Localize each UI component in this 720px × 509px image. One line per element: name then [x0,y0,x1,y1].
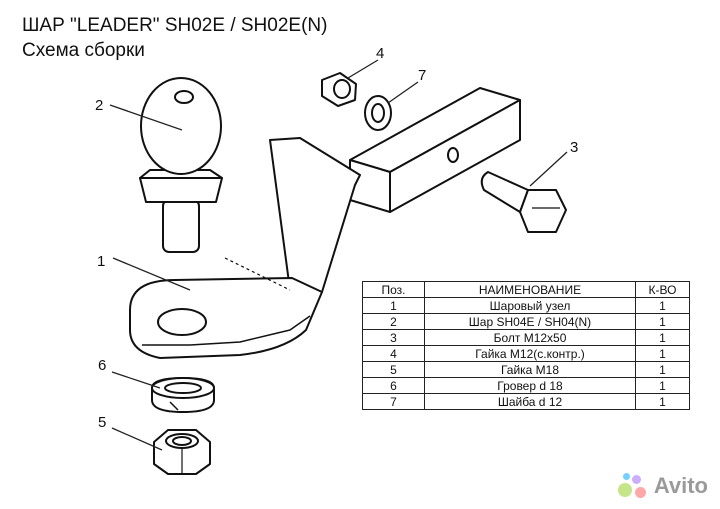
cell-pos: 4 [362,345,425,362]
cell-qty: 1 [635,329,690,346]
callout-2: 2 [95,97,103,114]
cell-qty: 1 [635,377,690,394]
table-row: 1 Шаровый узел 1 [362,297,690,314]
cell-name: Гайка М18 [424,361,636,378]
cell-qty: 1 [635,393,690,410]
cell-qty: 1 [635,313,690,330]
cell-name: Болт М12х50 [424,329,636,346]
cell-pos: 3 [362,329,425,346]
callout-1: 1 [97,253,105,270]
table-row: 3 Болт М12х50 1 [362,329,690,346]
table-row: 6 Гровер d 18 1 [362,377,690,394]
table-header-row: Поз. НАИМЕНОВАНИЕ К-ВО [362,281,690,298]
callout-3: 3 [570,139,578,156]
logo-dot [617,483,632,497]
nut-m12 [321,72,357,107]
cell-pos: 1 [362,297,425,314]
cell-name: Шаровый узел [424,297,636,314]
callout-4: 4 [376,45,384,62]
logo-dot [622,473,630,480]
cell-name: Шайба d 12 [424,393,636,410]
callout-5: 5 [98,414,106,431]
cell-name: Шар SH04E / SH04(N) [424,313,636,330]
logo-dot [634,487,646,498]
avito-watermark: Avito [617,473,708,499]
nut-m18 [153,429,211,475]
bolt-m12 [480,171,567,233]
page-title: ШАР "LEADER" SH02E / SH02E(N) [22,15,328,36]
table-row: 7 Шайба d 12 1 [362,393,690,410]
callout-7: 7 [418,67,426,84]
cell-qty: 1 [635,345,690,362]
cell-pos: 2 [362,313,425,330]
page-subtitle: Схема сборки [22,40,145,61]
watermark-text: Avito [653,473,708,498]
receiver-tube [349,87,521,213]
cell-qty: 1 [635,297,690,314]
table-row: 5 Гайка М18 1 [362,361,690,378]
table-row: 2 Шар SH04E / SH04(N) 1 [362,313,690,330]
table-row: 4 Гайка М12(с.контр.) 1 [362,345,690,362]
avito-logo-icon [617,473,648,499]
cell-pos: 7 [362,393,425,410]
spring-washer-d18 [151,377,215,413]
leader-lines [109,59,568,451]
col-header-qty: К-ВО [635,281,690,298]
tow-ball [139,77,223,253]
cell-name: Гровер d 18 [424,377,636,394]
cell-pos: 5 [362,361,425,378]
col-header-pos: Поз. [362,281,425,298]
col-header-name: НАИМЕНОВАНИЕ [424,281,636,298]
logo-dot [631,475,641,484]
ball-mount-bar [129,137,361,359]
cell-name: Гайка М12(с.контр.) [424,345,636,362]
cell-qty: 1 [635,361,690,378]
callout-6: 6 [98,357,106,374]
cell-pos: 6 [362,377,425,394]
parts-table: Поз. НАИМЕНОВАНИЕ К-ВО 1 Шаровый узел 1 … [362,281,690,410]
washer-d12 [364,95,392,131]
